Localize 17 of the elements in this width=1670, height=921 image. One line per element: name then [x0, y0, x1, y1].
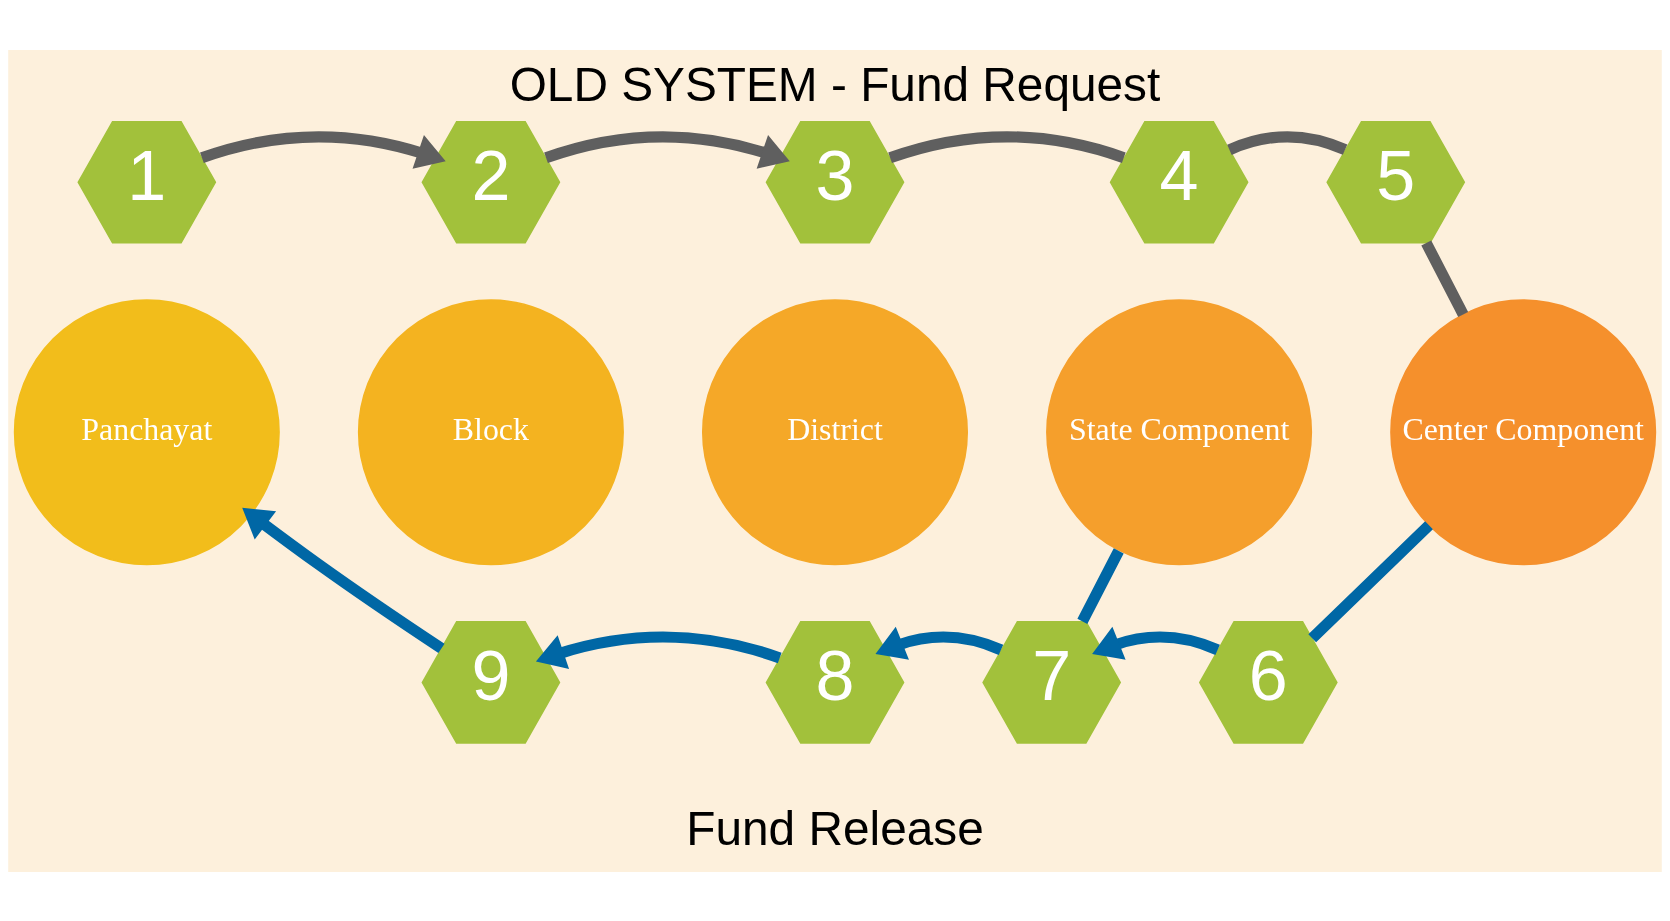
node-circle: Center Component — [1390, 298, 1657, 565]
connector — [1227, 130, 1348, 155]
arrow — [200, 130, 446, 169]
label: Fund Release — [686, 801, 984, 855]
arrow — [1092, 626, 1220, 660]
arrow — [535, 631, 782, 669]
arrow — [544, 130, 790, 169]
diagram-title: OLD SYSTEM - Fund Request — [509, 57, 1161, 111]
connector — [1421, 239, 1469, 317]
arrow — [242, 507, 445, 653]
connector — [1308, 520, 1433, 642]
node-circle: Block — [357, 298, 624, 565]
connector — [1077, 547, 1124, 624]
node-circle: District — [702, 298, 968, 565]
connector — [888, 130, 1126, 163]
arrow — [875, 626, 1004, 660]
node-circle: State Component — [1046, 298, 1313, 565]
